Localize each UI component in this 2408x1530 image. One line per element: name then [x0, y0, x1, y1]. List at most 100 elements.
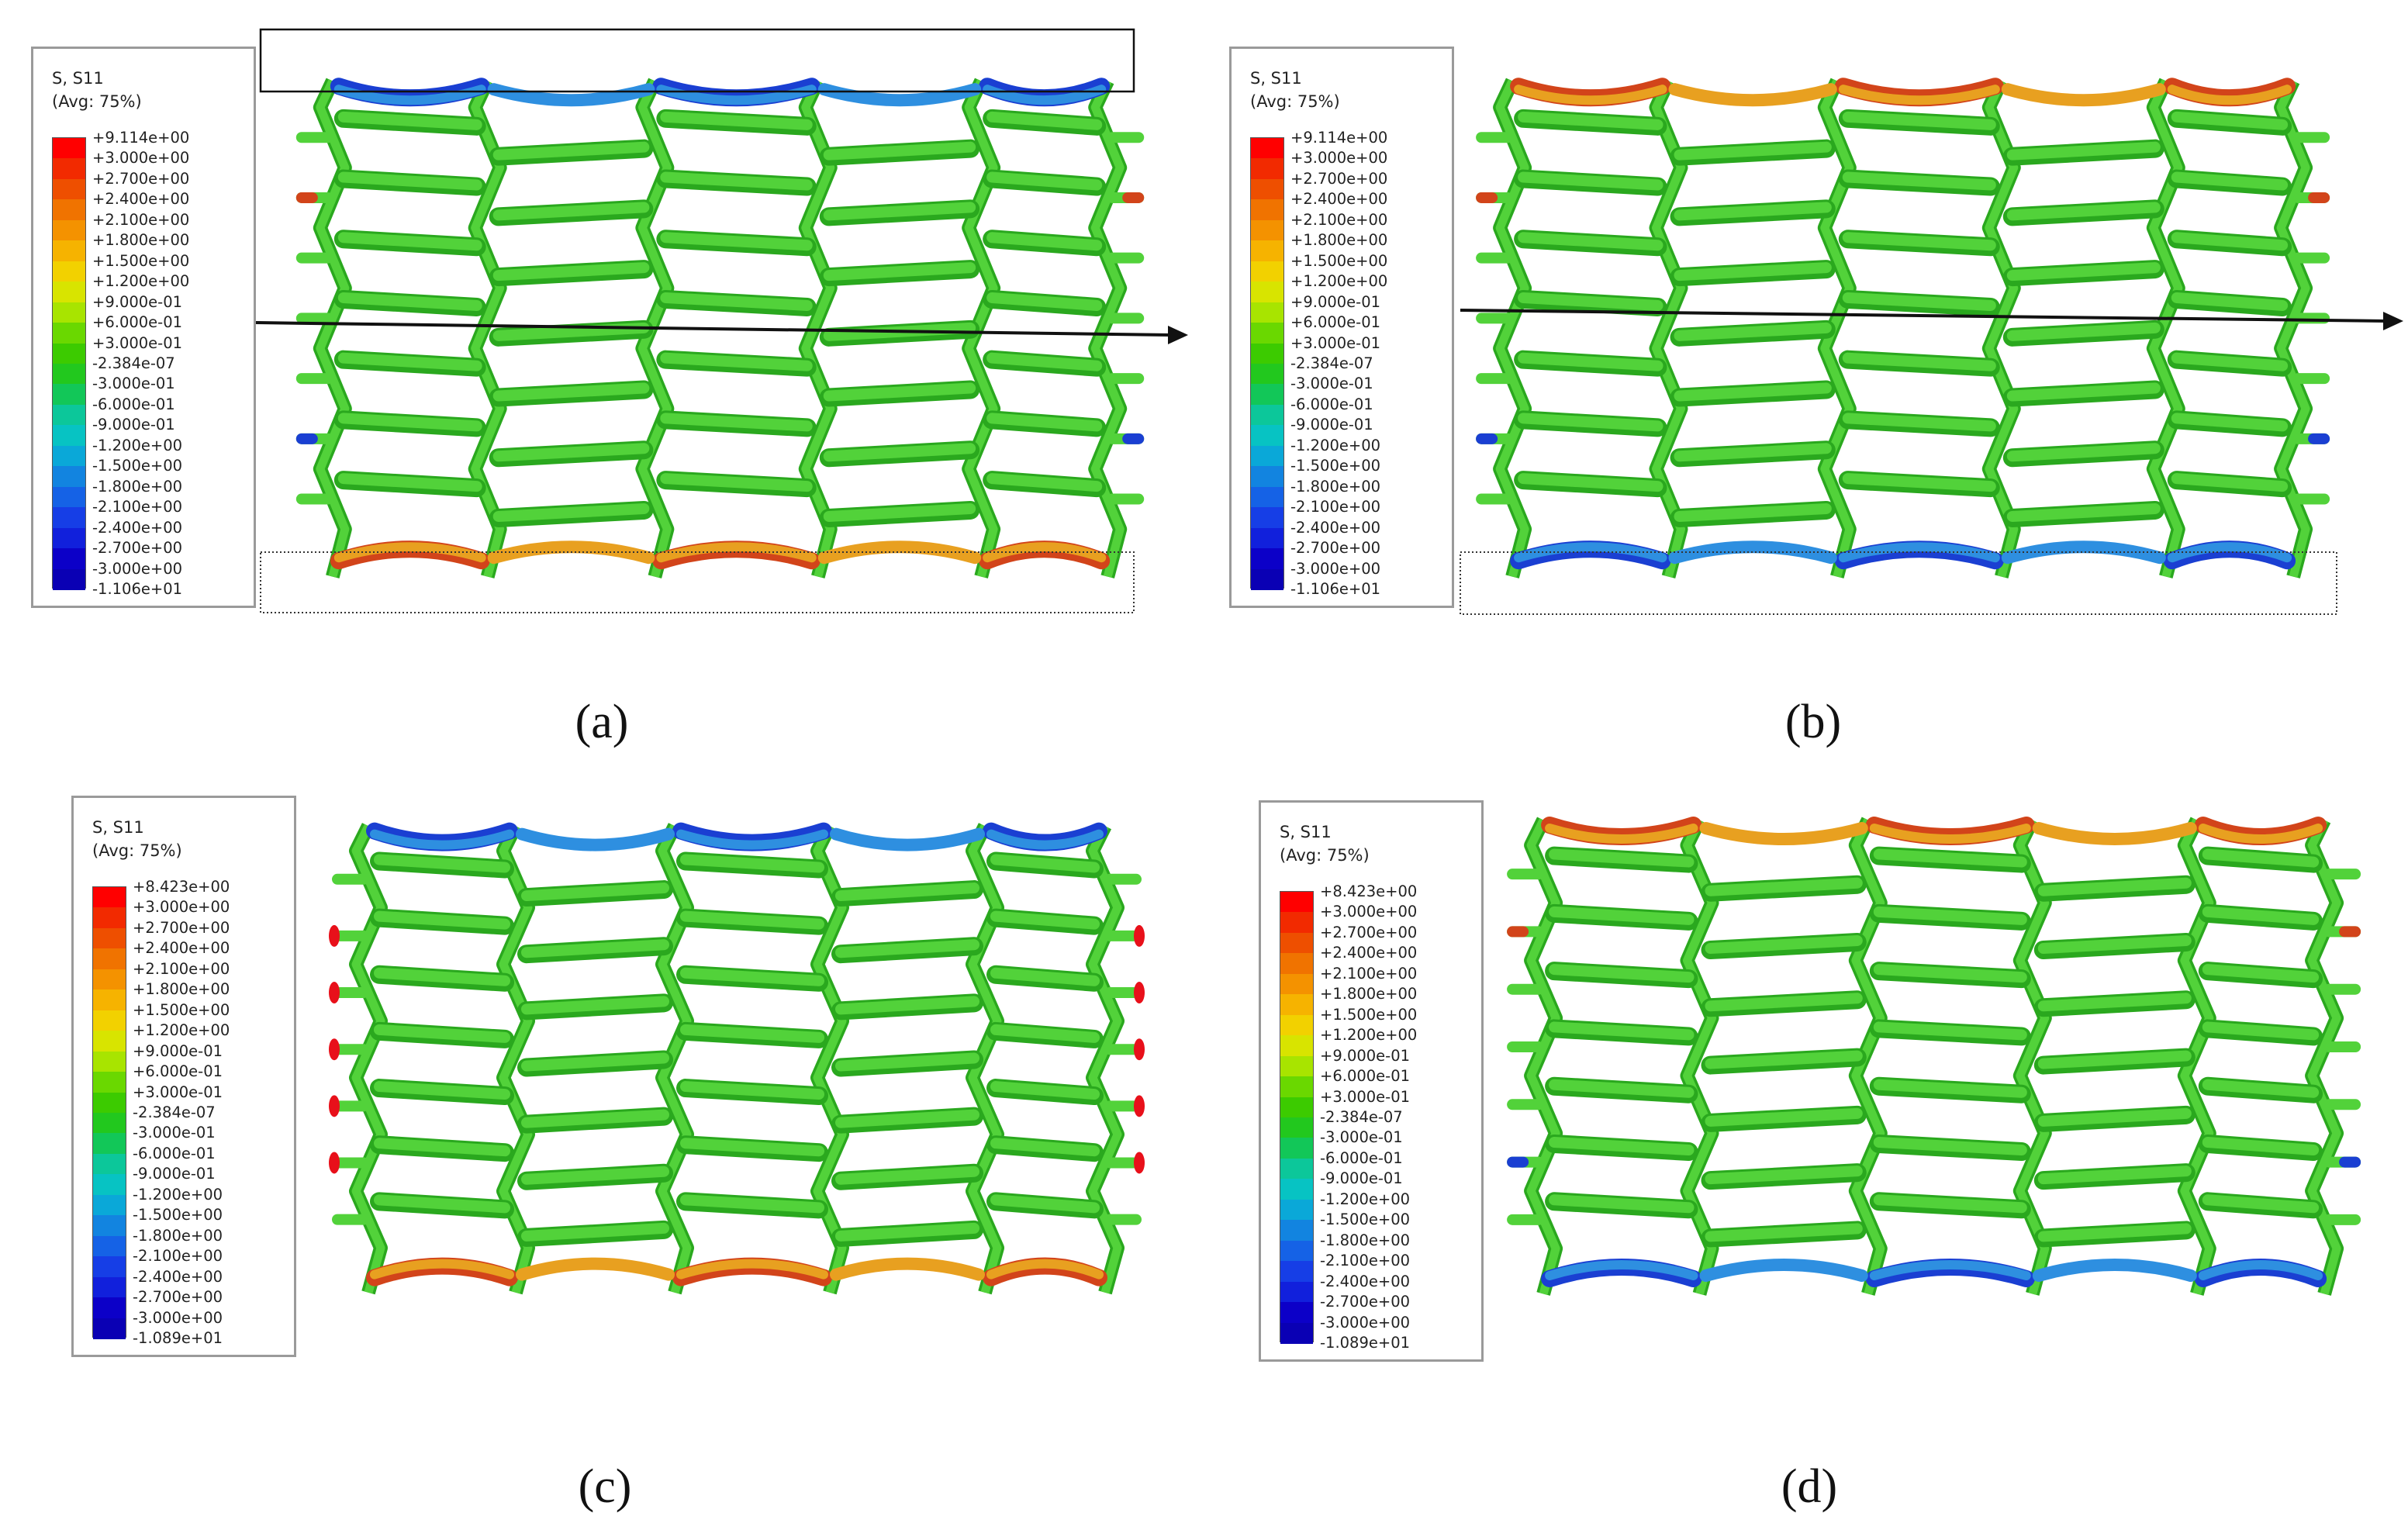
- colorbar-swatch: [1251, 138, 1283, 160]
- bottom-arc: [516, 1257, 675, 1281]
- legend-subtitle: (Avg: 75%): [92, 841, 182, 860]
- colorbar-swatch: [1251, 158, 1283, 180]
- colorbar-swatch: [1251, 445, 1283, 467]
- top-arc-core: [983, 85, 1107, 105]
- horizontal-rung-core: [374, 967, 510, 986]
- horizontal-rung-core: [521, 1222, 669, 1242]
- legend-subtitle: (Avg: 75%): [1280, 846, 1370, 865]
- colorbar-tick-label: -2.384e-07: [1290, 354, 1373, 372]
- colorbar-tick-label: -1.500e+00: [133, 1206, 223, 1224]
- lattice-plot: [255, 28, 1188, 613]
- boundary-pin: [1134, 1038, 1145, 1061]
- colorbar-tick-label: -6.000e-01: [1320, 1148, 1403, 1167]
- colorbar-swatch: [1251, 568, 1283, 590]
- horizontal-rung-core: [660, 292, 813, 311]
- colorbar-swatch: [93, 1276, 126, 1298]
- colorbar-swatch: [53, 445, 85, 467]
- colorbar-tick-label: +6.000e-01: [133, 1062, 223, 1081]
- horizontal-rung-core: [680, 854, 824, 873]
- horizontal-rung-core: [2202, 848, 2320, 868]
- colorbar-swatch: [53, 240, 85, 262]
- horizontal-rung-core: [1674, 443, 1832, 462]
- bottom-arc-core: [1514, 542, 1667, 563]
- top-arc: [1668, 83, 1837, 107]
- colorbar-tick-label: +1.800e+00: [1320, 985, 1418, 1003]
- horizontal-rung-core: [2006, 382, 2161, 402]
- horizontal-rung-core: [2006, 503, 2161, 522]
- horizontal-rung-core: [1842, 232, 1996, 251]
- colorbar-swatch: [1280, 932, 1313, 954]
- colorbar-tick-label: -3.000e-01: [1290, 375, 1373, 393]
- bottom-arc-core: [2167, 542, 2292, 563]
- colorbar-swatch: [93, 1113, 126, 1135]
- horizontal-rung-core: [1518, 292, 1663, 311]
- horizontal-rung-core: [1705, 1050, 1863, 1069]
- lattice-plot: [1507, 817, 2361, 1296]
- horizontal-rung-core: [835, 996, 979, 1015]
- bottom-arc-core: [1838, 542, 2000, 563]
- bottom-arc: [830, 1257, 985, 1281]
- horizontal-rung-core: [986, 292, 1103, 311]
- horizontal-rung-core: [337, 232, 482, 251]
- horizontal-rung-core: [1674, 503, 1832, 522]
- horizontal-rung-core: [1518, 413, 1663, 432]
- colorbar-tick-label: -1.500e+00: [1290, 457, 1381, 475]
- horizontal-rung-core: [374, 910, 510, 930]
- colorbar-swatch: [1280, 973, 1313, 995]
- colorbar: [1250, 137, 1284, 590]
- boundary-pin: [1134, 924, 1145, 947]
- boundary-pin: [329, 1152, 340, 1174]
- horizontal-rung-core: [1873, 1137, 2027, 1155]
- colorbar-swatch: [1280, 912, 1313, 934]
- horizontal-rung-core: [1705, 993, 1863, 1012]
- colorbar-swatch: [1280, 1117, 1313, 1139]
- colorbar-swatch: [93, 1133, 126, 1155]
- horizontal-rung-core: [1873, 906, 2027, 925]
- colorbar-swatch: [93, 1153, 126, 1175]
- horizontal-rung-core: [1842, 352, 1996, 371]
- colorbar-tick-label: -1.800e+00: [1320, 1231, 1411, 1249]
- colorbar-swatch: [93, 1256, 126, 1278]
- top-arc-core: [333, 85, 486, 105]
- colorbar-swatch: [1280, 1261, 1313, 1283]
- horizontal-rung-core: [2037, 1050, 2192, 1069]
- vertical-strut-core: [964, 79, 998, 578]
- bottom-arc: [487, 541, 655, 565]
- horizontal-rung-core: [521, 1166, 669, 1185]
- colorbar-swatch: [53, 261, 85, 282]
- bottom-arc-core: [1869, 1260, 2031, 1280]
- colorbar-swatch: [1280, 892, 1313, 914]
- horizontal-rung-core: [823, 262, 976, 281]
- colorbar-swatch: [1280, 1322, 1313, 1344]
- horizontal-rung-core: [660, 111, 813, 130]
- top-arc-core: [1514, 85, 1667, 105]
- horizontal-rung-core: [1674, 202, 1832, 221]
- legend-title: S, S11: [1250, 69, 1302, 88]
- colorbar-tick-label: +9.000e-01: [133, 1041, 223, 1060]
- colorbar-swatch: [53, 158, 85, 180]
- colorbar-tick-label: -6.000e-01: [133, 1144, 216, 1162]
- bottom-arc-core: [2198, 1260, 2323, 1280]
- bottom-arc: [817, 541, 982, 565]
- colorbar-swatch: [53, 384, 85, 406]
- horizontal-rung-core: [680, 1194, 824, 1214]
- colorbar-swatch: [53, 343, 85, 364]
- colorbar-tick-label: +3.000e+00: [92, 149, 190, 168]
- colorbar-tick-label: +2.700e+00: [92, 169, 190, 188]
- vertical-strut-core: [813, 824, 847, 1294]
- colorbar-tick-label: +1.500e+00: [133, 1000, 230, 1019]
- bottom-arc: [2001, 541, 2166, 565]
- lattice: [329, 822, 1145, 1295]
- colorbar-tick-label: -3.000e+00: [1320, 1313, 1411, 1331]
- colorbar-tick-label: -1.200e+00: [1320, 1190, 1411, 1208]
- colorbar-tick-label: -1.800e+00: [1290, 477, 1381, 496]
- colorbar-swatch: [53, 507, 85, 529]
- horizontal-rung-core: [680, 1138, 824, 1157]
- highlight-box-bottom: [1460, 551, 2337, 615]
- horizontal-rung-core: [2202, 1194, 2320, 1214]
- horizontal-rung-core: [990, 1194, 1100, 1214]
- colorbar-tick-label: -2.384e-07: [1320, 1108, 1403, 1126]
- colorbar-swatch: [1251, 425, 1283, 447]
- vertical-strut-core: [968, 824, 1002, 1294]
- caption-d: (d): [1781, 1460, 1838, 1513]
